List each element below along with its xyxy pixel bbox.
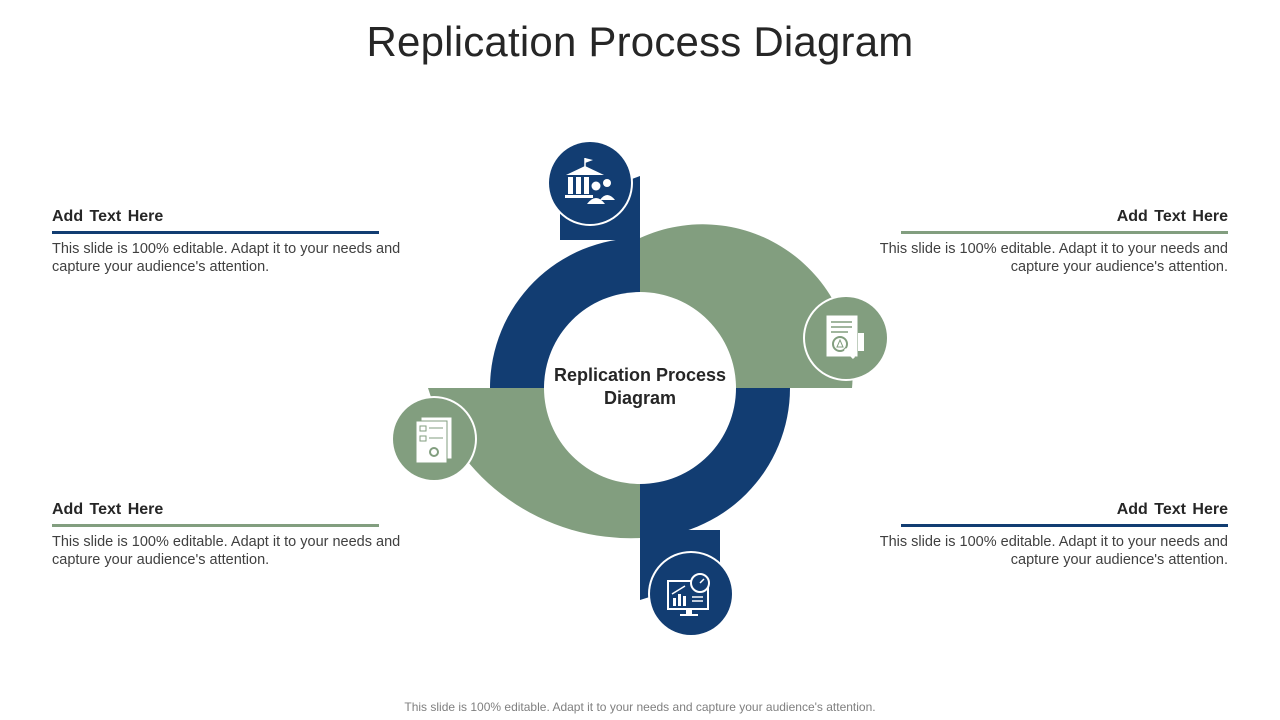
page-title: Replication Process Diagram (366, 18, 914, 65)
center-label: Replication Process Diagram (553, 365, 727, 408)
block-rule (901, 231, 1228, 234)
block-body: This slide is 100% editable. Adapt it to… (52, 241, 401, 275)
block-heading: Add Text Here (52, 501, 164, 518)
segment-bottom-left-sweep (428, 388, 640, 539)
text-block-top-left: Add Text Here This slide is 100% editabl… (52, 208, 404, 276)
block-rule (52, 524, 379, 527)
block-body: This slide is 100% editable. Adapt it to… (879, 534, 1228, 568)
block-rule (52, 231, 379, 234)
bank-people-icon (547, 140, 633, 226)
text-block-bottom-right: Add Text Here This slide is 100% editabl… (876, 501, 1228, 569)
block-heading: Add Text Here (52, 208, 164, 225)
block-heading: Add Text Here (1116, 501, 1228, 518)
text-block-bottom-left: Add Text Here This slide is 100% editabl… (52, 501, 404, 569)
text-block-top-right: Add Text Here This slide is 100% editabl… (876, 208, 1228, 276)
document-search-icon (803, 295, 889, 381)
footer-note: This slide is 100% editable. Adapt it to… (404, 700, 876, 714)
center-circle (544, 292, 736, 484)
analytics-monitor-icon (648, 551, 734, 637)
checklist-gear-icon (391, 396, 477, 482)
block-body: This slide is 100% editable. Adapt it to… (879, 241, 1228, 275)
block-rule (901, 524, 1228, 527)
segment-top-right-sweep (640, 224, 853, 388)
block-heading: Add Text Here (1116, 208, 1228, 225)
block-body: This slide is 100% editable. Adapt it to… (52, 534, 401, 568)
